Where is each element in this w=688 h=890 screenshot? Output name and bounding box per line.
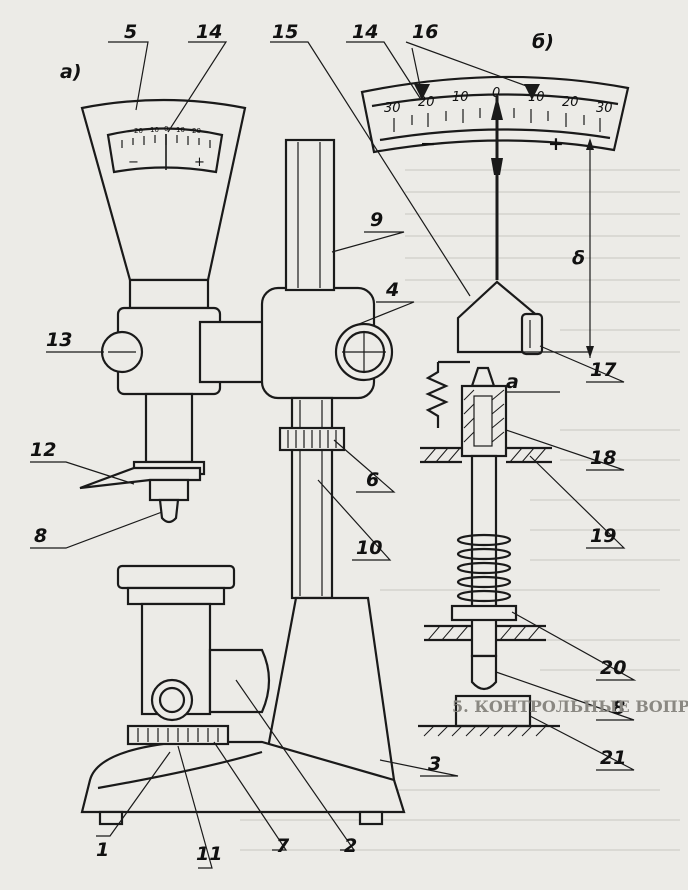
table-bracket bbox=[208, 648, 271, 714]
big-dial-tick-1: 30 bbox=[384, 101, 401, 116]
tolerance-marker-left bbox=[414, 84, 430, 100]
callout-14: 14 bbox=[196, 21, 222, 43]
callout-20: 20 bbox=[600, 657, 626, 679]
table-plate bbox=[126, 586, 226, 606]
big-dial-minus: − bbox=[420, 133, 436, 155]
dial-neck bbox=[128, 278, 210, 310]
sleeve-hatch bbox=[463, 389, 505, 443]
small-dial-ticks bbox=[121, 134, 211, 170]
small-dial-tick-1: 20 bbox=[134, 127, 143, 135]
ball-tip bbox=[470, 366, 496, 388]
callout-8: 8 bbox=[34, 525, 47, 547]
tip-holder bbox=[148, 478, 190, 502]
callout-1: 1 bbox=[96, 839, 109, 861]
big-dial-tick-2: 20 bbox=[418, 95, 435, 110]
table-screw-inner bbox=[158, 686, 186, 714]
arrester-lever-12 bbox=[79, 466, 202, 490]
callout-4: 4 bbox=[385, 279, 399, 301]
dimension-b-symbol: δ bbox=[572, 247, 585, 269]
panel-b-label: б) bbox=[532, 31, 554, 53]
callout-21: 21 bbox=[600, 747, 626, 769]
callout-16: 16 bbox=[412, 21, 438, 43]
tolerance-marker-right bbox=[524, 84, 540, 100]
lever-spring bbox=[425, 362, 449, 428]
spring-collar bbox=[450, 604, 518, 622]
guide-sleeve-18 bbox=[460, 384, 508, 458]
small-dial-plus: + bbox=[194, 155, 205, 170]
small-dial-window bbox=[106, 127, 224, 174]
big-dial-tick-6: 20 bbox=[562, 95, 579, 110]
callout-19: 19 bbox=[590, 525, 616, 547]
big-dial-arc-top bbox=[371, 93, 619, 108]
nut-knurl bbox=[287, 430, 337, 448]
housing-plate-upper bbox=[420, 446, 552, 464]
dimension-a-symbol: a bbox=[506, 371, 519, 393]
housing-plate-lower bbox=[424, 624, 546, 642]
callout-7: 7 bbox=[276, 835, 290, 857]
stand-base-1 bbox=[80, 740, 406, 814]
measuring-tip-8 bbox=[158, 498, 180, 524]
big-dial-tick-4: 0 bbox=[492, 86, 500, 101]
big-dial-tick-3: 10 bbox=[452, 90, 469, 105]
spindle-tip-8 bbox=[470, 654, 498, 691]
callout-5: 5 bbox=[124, 21, 137, 43]
callout-6: 6 bbox=[366, 469, 379, 491]
table-nut-knurl bbox=[137, 728, 219, 742]
callout-9: 9 bbox=[370, 209, 383, 231]
callout-3: 3 bbox=[428, 753, 441, 775]
pointer-counterweight bbox=[491, 158, 503, 175]
foot-left bbox=[98, 810, 124, 826]
return-spring-20 bbox=[456, 533, 512, 603]
table-screw bbox=[150, 678, 194, 722]
dial-stem bbox=[144, 392, 194, 464]
small-dial-tick-4: 10 bbox=[176, 126, 185, 134]
callout-18: 18 bbox=[590, 447, 616, 469]
base-contour bbox=[97, 750, 263, 790]
callout-10: 10 bbox=[356, 537, 382, 559]
callout-14-b: 14 bbox=[352, 21, 378, 43]
measuring-spindle bbox=[470, 454, 498, 658]
small-dial-minus: − bbox=[128, 155, 139, 170]
table-hatch bbox=[423, 725, 547, 737]
big-dial-tick-7: 30 bbox=[596, 101, 613, 116]
table-top bbox=[116, 564, 236, 590]
section-heading: 5. КОНТРОЛЬНЫЕ ВОПРОСЫ bbox=[452, 697, 688, 716]
callout-13: 13 bbox=[46, 329, 72, 351]
small-dial-tick-5: 20 bbox=[192, 127, 201, 135]
column-top bbox=[284, 138, 336, 292]
callout-2: 2 bbox=[344, 835, 357, 857]
callout-12: 12 bbox=[30, 439, 56, 461]
callout-8-b: 8 bbox=[612, 697, 625, 719]
callout-leaders bbox=[30, 41, 637, 869]
small-dial-tick-3: 0 bbox=[164, 125, 168, 133]
small-dial-tick-2: 10 bbox=[150, 126, 159, 134]
panel-a-label: а) bbox=[60, 61, 82, 83]
dial-head-body bbox=[80, 98, 247, 282]
lever-tip-17 bbox=[520, 312, 544, 356]
callout-17: 17 bbox=[590, 359, 617, 381]
callout-11: 11 bbox=[196, 843, 222, 865]
foot-right bbox=[358, 810, 384, 826]
big-dial-plus: + bbox=[548, 133, 564, 155]
pointer-tip bbox=[491, 96, 503, 120]
callout-15: 15 bbox=[272, 21, 298, 43]
